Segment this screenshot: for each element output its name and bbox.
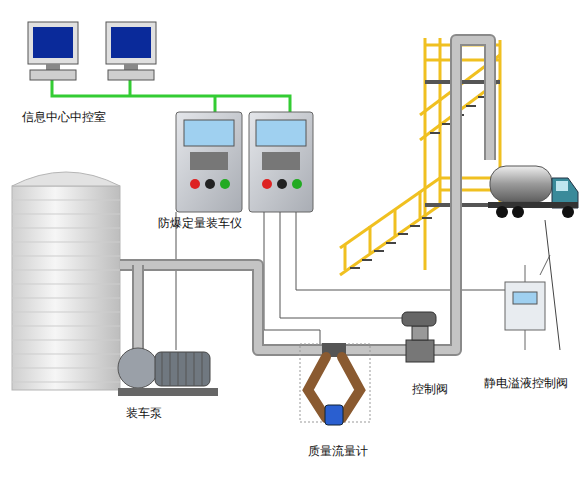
pump-casing bbox=[118, 348, 158, 388]
stair-post bbox=[345, 191, 420, 270]
monitor-stand bbox=[124, 64, 138, 70]
pipe-outline bbox=[120, 40, 490, 350]
tank-rings bbox=[12, 200, 120, 382]
computer bbox=[106, 22, 156, 80]
truck-window bbox=[556, 181, 568, 191]
stair-step bbox=[350, 218, 432, 268]
controller-cable bbox=[525, 255, 550, 350]
valve-body bbox=[406, 340, 434, 362]
pipe bbox=[120, 40, 490, 350]
computer bbox=[28, 22, 78, 80]
signal-wire bbox=[264, 212, 320, 345]
monitor-stand bbox=[46, 64, 60, 70]
keypad bbox=[262, 152, 300, 170]
mass-flow-meter bbox=[300, 343, 370, 425]
keypad bbox=[190, 152, 228, 170]
valve-stem bbox=[412, 326, 428, 340]
signal-wire bbox=[176, 212, 177, 350]
valve-actuator bbox=[402, 312, 436, 326]
button bbox=[220, 179, 230, 189]
part-label: 控制阀 bbox=[412, 382, 448, 396]
tank-body bbox=[12, 186, 120, 390]
part-label: 装车泵 bbox=[126, 406, 162, 420]
pipeline bbox=[120, 40, 490, 360]
truck-tank bbox=[490, 166, 552, 202]
tank-truck bbox=[488, 166, 578, 218]
pump-base bbox=[118, 388, 218, 396]
control-panel bbox=[249, 112, 313, 212]
controller-screen bbox=[513, 292, 537, 304]
loading-pump bbox=[118, 348, 218, 396]
screen bbox=[33, 27, 73, 58]
screen bbox=[111, 27, 151, 58]
button bbox=[277, 179, 287, 189]
panel-body bbox=[249, 112, 313, 212]
keyboard bbox=[108, 70, 154, 80]
network-line bbox=[129, 80, 132, 96]
network-line bbox=[52, 80, 290, 112]
tank-roof bbox=[12, 172, 120, 186]
part-label: 防爆定量装车仪 bbox=[158, 216, 242, 230]
button bbox=[262, 179, 272, 189]
keyboard bbox=[30, 70, 76, 80]
motor-fins bbox=[162, 352, 202, 386]
panel-body bbox=[176, 112, 242, 212]
truck-wheel bbox=[562, 206, 574, 218]
overflow-controller bbox=[505, 220, 560, 350]
monitor bbox=[106, 22, 156, 64]
controller-cable bbox=[545, 220, 560, 350]
control-panel bbox=[176, 112, 242, 212]
button bbox=[190, 179, 200, 189]
network-line bbox=[214, 96, 217, 112]
part-label: 信息中心中控室 bbox=[22, 110, 106, 124]
network-line bbox=[52, 80, 290, 112]
pump-motor bbox=[155, 352, 210, 386]
truck-wheel bbox=[496, 206, 508, 218]
truck-wheel bbox=[512, 206, 524, 218]
panel-screen bbox=[256, 120, 306, 146]
storage-tank bbox=[12, 172, 120, 390]
signal-wire bbox=[296, 212, 505, 290]
monitor bbox=[28, 22, 78, 64]
loading-platform bbox=[340, 38, 500, 275]
button bbox=[205, 179, 215, 189]
pipe-outline bbox=[132, 265, 144, 360]
meter-sensor bbox=[325, 405, 343, 425]
control-valve bbox=[402, 312, 436, 362]
pipe bbox=[134, 265, 142, 360]
panel-screen bbox=[184, 120, 234, 146]
part-label: 质量流量计 bbox=[308, 444, 368, 458]
part-label: 静电溢液控制阀 bbox=[484, 376, 568, 390]
button bbox=[292, 179, 302, 189]
controller-box bbox=[505, 282, 545, 330]
stair-steps bbox=[350, 82, 500, 268]
